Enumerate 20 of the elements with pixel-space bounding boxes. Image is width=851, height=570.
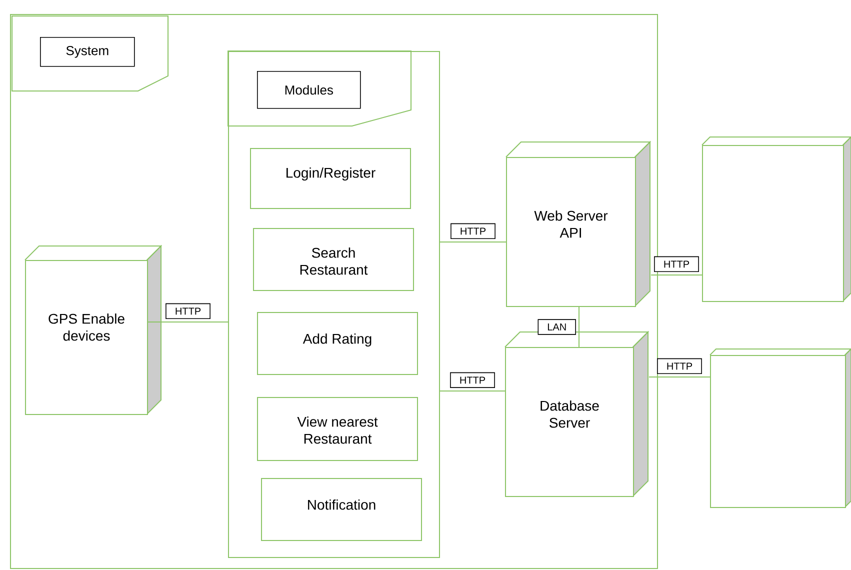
module-box: View nearest Restaurant [257,396,418,461]
connector-line [148,321,228,322]
package-frame [10,14,658,569]
module-box: Notification [261,478,422,541]
package-label: Modules [257,71,361,109]
module-box: Login/Register [250,148,411,209]
connector-line [650,274,702,276]
edge-label: HTTP [657,358,702,374]
edge-label: HTTP [166,303,210,319]
module-box: Add Rating [257,312,418,375]
package-label: System [40,37,135,67]
edge-label: LAN [538,319,576,335]
package-frame [228,50,440,558]
module-box: Search Restaurant [253,228,414,291]
edge-label: HTTP [450,372,495,388]
edge-label: HTTP [654,256,699,272]
connector-line [578,306,580,348]
edge-label: HTTP [450,223,496,239]
connector-line [648,376,710,378]
connector-line [440,390,506,392]
